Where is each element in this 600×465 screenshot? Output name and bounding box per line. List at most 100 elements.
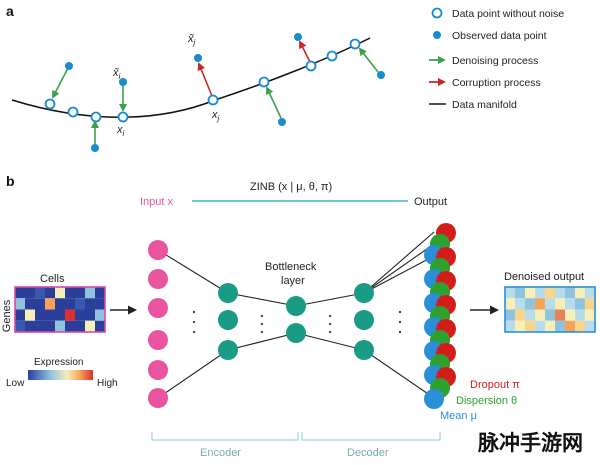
- dispersion-label: Dispersion θ: [456, 395, 517, 407]
- heatmap-cell: [95, 309, 105, 321]
- heatmap-cell: [35, 320, 45, 332]
- hidden-node: [286, 323, 306, 343]
- observed-data-point: [91, 144, 99, 152]
- heatmap-cell: [75, 298, 85, 310]
- connection-line: [295, 292, 365, 307]
- connection-line: [363, 255, 435, 294]
- connection-line: [157, 249, 229, 294]
- label-xtilde-i: x̃i: [112, 67, 121, 81]
- output-label: Output: [414, 196, 447, 208]
- heatmap-cell: [85, 298, 95, 310]
- connection-line: [157, 349, 229, 399]
- ellipsis-dots: [192, 310, 402, 334]
- panel-a-arrows: [52, 40, 379, 145]
- heatmap-cell: [505, 287, 515, 299]
- denoise-arrow: [52, 67, 69, 99]
- hidden-node: [218, 340, 238, 360]
- zinb-label: ZINB (x | μ, θ, π): [250, 181, 332, 193]
- heatmap-cell: [25, 309, 35, 321]
- corruption-arrow: [197, 62, 213, 97]
- observed-data-point: [194, 54, 202, 62]
- heatmap-cell: [95, 320, 105, 332]
- observed-data-point: [65, 62, 73, 70]
- legend-manifold: Data manifold: [452, 99, 517, 111]
- hidden-node: [354, 310, 374, 330]
- heatmap-cell: [75, 320, 85, 332]
- connection-line: [227, 332, 297, 351]
- network-nodes: [148, 223, 456, 409]
- expression-colorbar: [28, 370, 93, 380]
- data-manifold-curve: [11, 37, 371, 118]
- heatmap-cell: [55, 298, 65, 310]
- data-point-without-noise: [305, 60, 317, 72]
- legend-denoising: Denoising process: [452, 55, 538, 67]
- heatmap-cell: [65, 309, 75, 321]
- heatmap-cell: [535, 298, 545, 310]
- denoised-output-label: Denoised output: [504, 271, 584, 283]
- heatmap-cell: [45, 298, 55, 310]
- heatmap-cell: [525, 309, 535, 321]
- heatmap-cell: [505, 309, 515, 321]
- legend-observed-marker: [433, 31, 441, 39]
- heatmap-cell: [85, 287, 95, 299]
- input-node: [148, 360, 168, 380]
- heatmap-cell: [45, 287, 55, 299]
- observed-data-point: [377, 71, 385, 79]
- watermark: 脉冲手游网: [477, 431, 583, 455]
- observed-data-point: [119, 78, 127, 86]
- heatmap-cell: [565, 320, 575, 332]
- heatmap-cell: [15, 298, 25, 310]
- heatmap-cell: [535, 309, 545, 321]
- heatmap-cell: [65, 287, 75, 299]
- heatmap-cell: [515, 298, 525, 310]
- bottleneck-label-2: layer: [281, 275, 305, 287]
- genes-label: Genes: [1, 299, 13, 332]
- output-heatmap-border: [504, 286, 596, 333]
- heatmap-cell: [535, 287, 545, 299]
- heatmap-cell: [555, 309, 565, 321]
- bottleneck-label: Bottleneck: [265, 261, 317, 273]
- data-point-without-noise: [326, 50, 338, 62]
- cells-label: Cells: [40, 273, 65, 285]
- heatmap-cell: [585, 320, 595, 332]
- observed-data-point: [278, 118, 286, 126]
- heatmap-cell: [45, 309, 55, 321]
- heatmap-cell: [85, 320, 95, 332]
- heatmap-cell: [515, 320, 525, 332]
- input-node: [148, 298, 168, 318]
- points-without-noise: [44, 38, 361, 123]
- heatmap-cell: [565, 309, 575, 321]
- decoder-bracket: [301, 432, 441, 441]
- heatmap-cell: [565, 298, 575, 310]
- heatmap-cell: [55, 287, 65, 299]
- denoise-arrow: [265, 86, 282, 119]
- data-point-without-noise: [258, 76, 270, 88]
- observed-data-point: [294, 33, 302, 41]
- legend-point-without-noise: Data point without noise: [452, 8, 564, 20]
- hidden-node: [218, 283, 238, 303]
- heatmap-cell: [575, 298, 585, 310]
- heatmap-cell: [65, 320, 75, 332]
- heatmap-cell: [95, 287, 105, 299]
- heatmap-cell: [35, 309, 45, 321]
- heatmap-cell: [75, 309, 85, 321]
- heatmap-cell: [505, 320, 515, 332]
- network-connections: [157, 231, 435, 399]
- heatmap-cell: [585, 287, 595, 299]
- heatmap-cell: [525, 287, 535, 299]
- heatmap-cell: [35, 287, 45, 299]
- heatmap-cell: [555, 287, 565, 299]
- expression-label: Expression: [34, 357, 83, 368]
- data-point-without-noise: [44, 98, 56, 110]
- legend-corruption: Corruption process: [452, 77, 541, 89]
- heatmap-cell: [25, 287, 35, 299]
- heatmap-cell: [35, 298, 45, 310]
- data-point-without-noise: [117, 111, 129, 123]
- heatmap-cell: [85, 309, 95, 321]
- data-point-without-noise: [349, 38, 361, 50]
- input-node: [148, 330, 168, 350]
- low-label: Low: [6, 378, 25, 389]
- heatmap-cell: [15, 287, 25, 299]
- panel-b-letter: b: [6, 173, 15, 189]
